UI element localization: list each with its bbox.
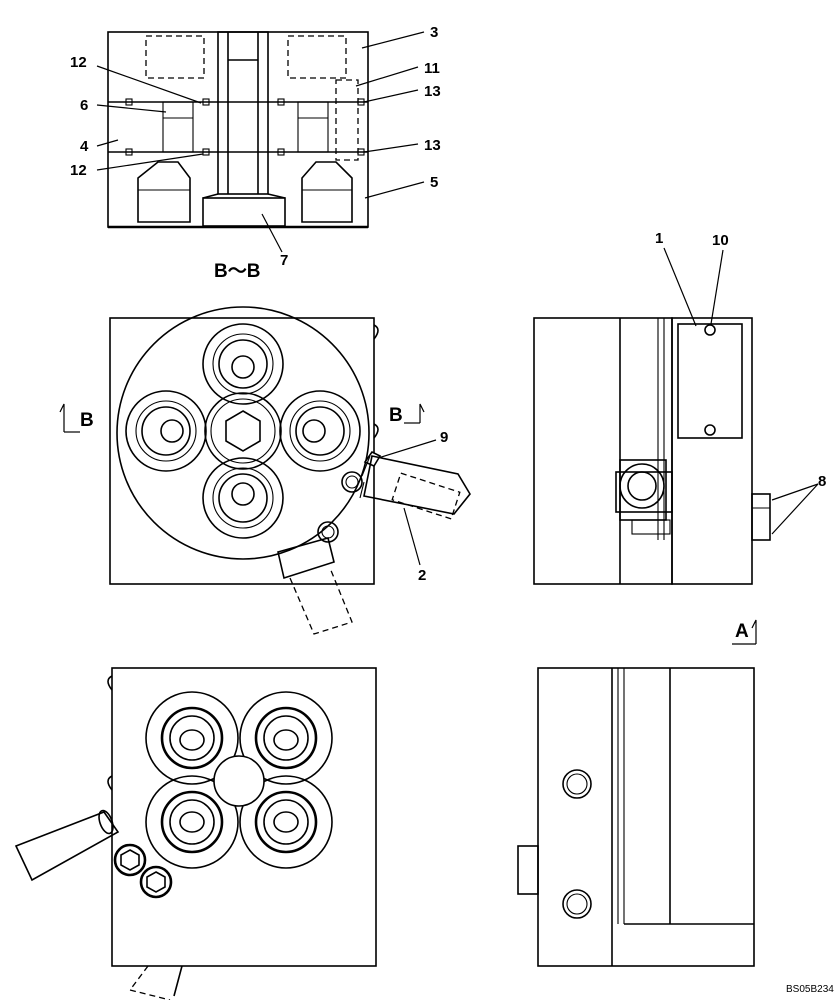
- section-view-b-b: [107, 31, 369, 229]
- top-view-port-bottom: [202, 457, 284, 539]
- view-arrow-a: [732, 619, 757, 645]
- callout-13-bottom: 13: [424, 137, 441, 154]
- view-a: [517, 667, 755, 967]
- section-arrow-left: [59, 403, 80, 433]
- callout-4: 4: [80, 138, 89, 155]
- leader-2: [403, 507, 421, 566]
- top-view-port-left: [125, 390, 207, 472]
- callout-9: 9: [440, 429, 448, 446]
- bottom-view-center-plug: [213, 755, 265, 807]
- callout-1: 1: [655, 230, 663, 247]
- drawing-code: BS05B234: [786, 984, 834, 995]
- top-view: [109, 306, 471, 635]
- leader-8-a: [771, 483, 819, 501]
- leader-1: [663, 247, 697, 327]
- arrow-b-right-label: B: [389, 405, 403, 426]
- callout-12-bottom: 12: [70, 162, 87, 179]
- callout-2: 2: [418, 567, 426, 584]
- section-label: B～B: [214, 261, 260, 282]
- leader-10: [710, 249, 724, 325]
- bottom-view: [14, 667, 377, 1000]
- callout-5: 5: [430, 174, 438, 191]
- section-leaders: [96, 31, 425, 253]
- callout-3: 3: [430, 24, 438, 41]
- top-view-port-right: [279, 390, 361, 472]
- side-view: [533, 317, 771, 585]
- section-arrow-right: [404, 403, 425, 424]
- callout-13-top: 13: [424, 83, 441, 100]
- arrow-b-left-label: B: [80, 410, 94, 431]
- leader-9: [377, 439, 437, 459]
- bottom-view-port-3: [145, 775, 239, 869]
- callout-10: 10: [712, 232, 729, 249]
- callout-6: 6: [80, 97, 88, 114]
- callout-7: 7: [280, 252, 288, 269]
- top-view-port-top: [202, 323, 284, 405]
- bottom-view-port-1: [145, 691, 239, 785]
- callout-8: 8: [818, 473, 826, 490]
- arrow-a-label: A: [735, 621, 749, 642]
- bottom-view-port-2: [239, 691, 333, 785]
- bottom-view-port-4: [239, 775, 333, 869]
- callout-12-top: 12: [70, 54, 87, 71]
- leader-8-b: [771, 483, 819, 535]
- callout-11: 11: [424, 60, 440, 77]
